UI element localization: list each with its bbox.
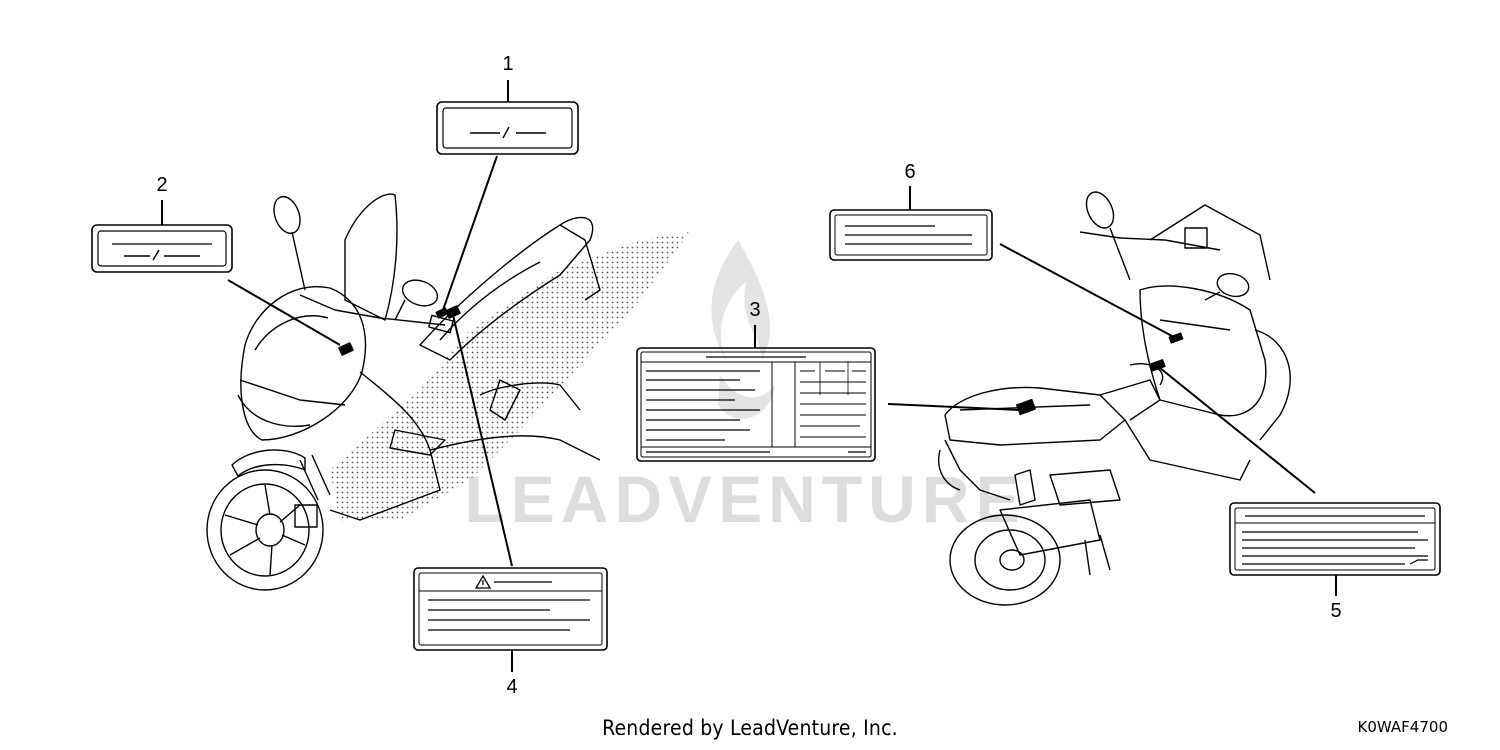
scooter-left-illustration — [206, 193, 690, 591]
rear-wheel — [949, 514, 1061, 606]
label-card-5[interactable] — [1229, 502, 1441, 576]
dotted-shading — [330, 232, 690, 522]
watermark-text: LEADVENTURE — [464, 462, 1025, 536]
callout-1: 1 — [502, 53, 513, 75]
label-card-4[interactable] — [413, 567, 608, 651]
callout-5: 5 — [1330, 600, 1341, 622]
callout-4: 4 — [506, 676, 517, 698]
leader-lines — [161, 80, 1337, 672]
label-mark-2-left — [338, 342, 354, 356]
render-credit: Rendered by LeadVenture, Inc. — [602, 716, 898, 740]
label-card-2[interactable] — [91, 224, 233, 273]
label-mark-5-right — [1148, 359, 1166, 372]
diagram-part-code: K0WAF4700 — [1357, 718, 1448, 736]
callout-3: 3 — [749, 299, 760, 321]
label-card-3[interactable] — [636, 347, 876, 462]
label-mark-6-right — [1168, 332, 1184, 344]
scooter-right-illustration — [938, 191, 1291, 606]
label-mark-4-left — [445, 305, 461, 319]
label-mark-1-left — [435, 307, 449, 319]
warning-triangle-icon — [474, 574, 492, 589]
callout-2: 2 — [156, 174, 167, 196]
front-wheel — [206, 469, 324, 591]
label-card-6[interactable] — [829, 209, 993, 261]
flame-logo-icon — [711, 240, 775, 419]
label-mark-3-right — [1016, 398, 1036, 416]
label-card-1[interactable] — [436, 101, 579, 155]
callout-6: 6 — [904, 161, 915, 183]
